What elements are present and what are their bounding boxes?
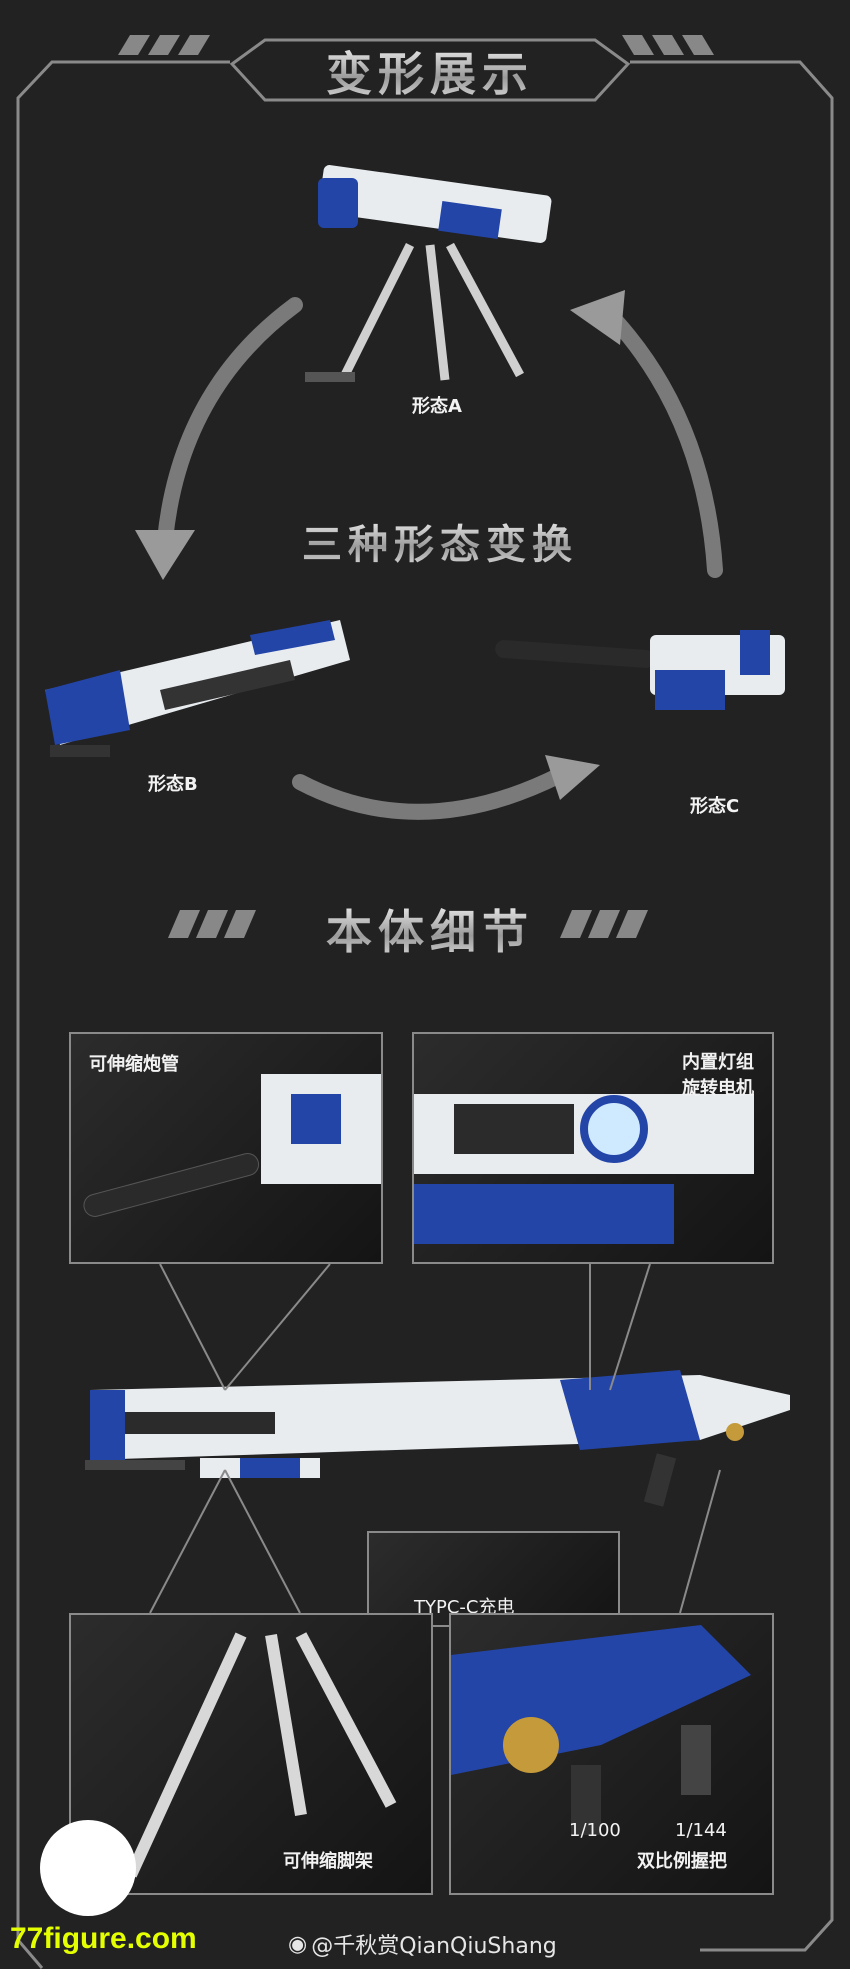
grip-label: 双比例握把 <box>637 1851 727 1872</box>
barrel-image <box>83 1074 381 1217</box>
form-b-label: 形态B <box>148 774 198 795</box>
panel-light: 内置灯组旋转电机 <box>412 1032 774 1264</box>
barrel-label: 可伸缩炮管 <box>89 1054 179 1075</box>
charge-label: TYPC-C充电 <box>414 1597 515 1618</box>
form-c-image <box>495 630 785 710</box>
center-title: 三种形态变换 <box>230 512 650 570</box>
form-a-label: 形态A <box>412 396 462 417</box>
light-label-line1: 内置灯组 <box>682 1052 754 1073</box>
tripod-image <box>125 1632 397 1878</box>
title-stripes-left <box>118 35 210 55</box>
form-b-image <box>45 620 350 757</box>
weibo-handle: @千秋赏QianQiuShang <box>311 1934 557 1959</box>
panel-tripod: 可伸缩脚架 <box>69 1613 433 1895</box>
form-a-image <box>305 165 552 382</box>
grip-image <box>451 1625 751 1835</box>
title-stripes-right <box>622 35 714 55</box>
section-title-transform: 变形展示 <box>230 38 630 104</box>
weibo-credit: ◉@千秋赏QianQiuShang <box>288 1928 557 1960</box>
section-title-details: 本体细节 <box>270 896 590 962</box>
panel-barrel: 可伸缩炮管 <box>69 1032 383 1264</box>
light-label: 内置灯组旋转电机 <box>682 1050 754 1102</box>
watermark-site: 77figure.com <box>10 1922 197 1955</box>
panel-grip: 1/100 1/144 双比例握把 <box>449 1613 774 1895</box>
scale-1-144-label: 1/144 <box>675 1820 727 1841</box>
cycle-arrows <box>157 297 723 820</box>
weibo-icon: ◉ <box>288 1931 308 1957</box>
main-gun-image <box>85 1370 790 1507</box>
mascot-logo <box>40 1820 136 1916</box>
light-motor-image <box>414 1094 754 1244</box>
light-label-line2: 旋转电机 <box>682 1078 754 1099</box>
form-c-label: 形态C <box>690 796 740 817</box>
panel-charge: TYPC-C充电 <box>367 1531 620 1627</box>
scale-1-100-label: 1/100 <box>569 1820 621 1841</box>
tripod-label: 可伸缩脚架 <box>283 1851 373 1872</box>
